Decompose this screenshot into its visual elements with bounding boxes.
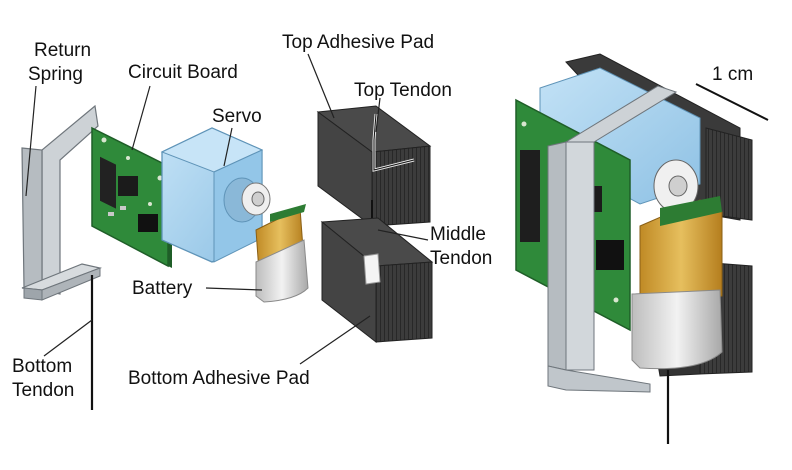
label-bottom-adhesive-pad: Bottom Adhesive Pad bbox=[128, 368, 310, 389]
label-return-spring-line2: Spring bbox=[28, 64, 83, 85]
leader-middle-tendon bbox=[377, 229, 429, 241]
servo bbox=[160, 127, 271, 263]
leader-top-adhesive-pad bbox=[307, 53, 335, 119]
scale-bar bbox=[695, 83, 769, 121]
leader-battery bbox=[205, 287, 263, 291]
label-battery: Battery bbox=[132, 278, 193, 299]
label-middle-tendon-line2: Tendon bbox=[430, 248, 492, 269]
leader-circuit-board bbox=[131, 85, 151, 151]
label-top-tendon: Top Tendon bbox=[354, 80, 452, 101]
bottom-adhesive-pad bbox=[320, 217, 434, 344]
label-return-spring-line1: Return bbox=[34, 40, 91, 61]
label-top-adhesive-pad: Top Adhesive Pad bbox=[282, 32, 434, 53]
label-middle-tendon-line1: Middle bbox=[430, 224, 486, 245]
label-scale-bar: 1 cm bbox=[712, 64, 753, 85]
battery bbox=[255, 204, 309, 303]
assembled-device bbox=[515, 53, 753, 444]
label-bottom-tendon-line2: Tendon bbox=[12, 380, 74, 401]
leader-bottom-tendon bbox=[43, 319, 93, 357]
leader-top-tendon bbox=[375, 97, 381, 133]
leader-return-spring bbox=[25, 85, 37, 197]
label-bottom-tendon-line1: Bottom bbox=[12, 356, 72, 377]
leader-bottom-adhesive-pad bbox=[299, 315, 371, 365]
return-spring bbox=[21, 104, 103, 301]
label-circuit-board: Circuit Board bbox=[128, 62, 238, 83]
label-servo: Servo bbox=[212, 106, 262, 127]
leader-servo bbox=[223, 127, 233, 167]
